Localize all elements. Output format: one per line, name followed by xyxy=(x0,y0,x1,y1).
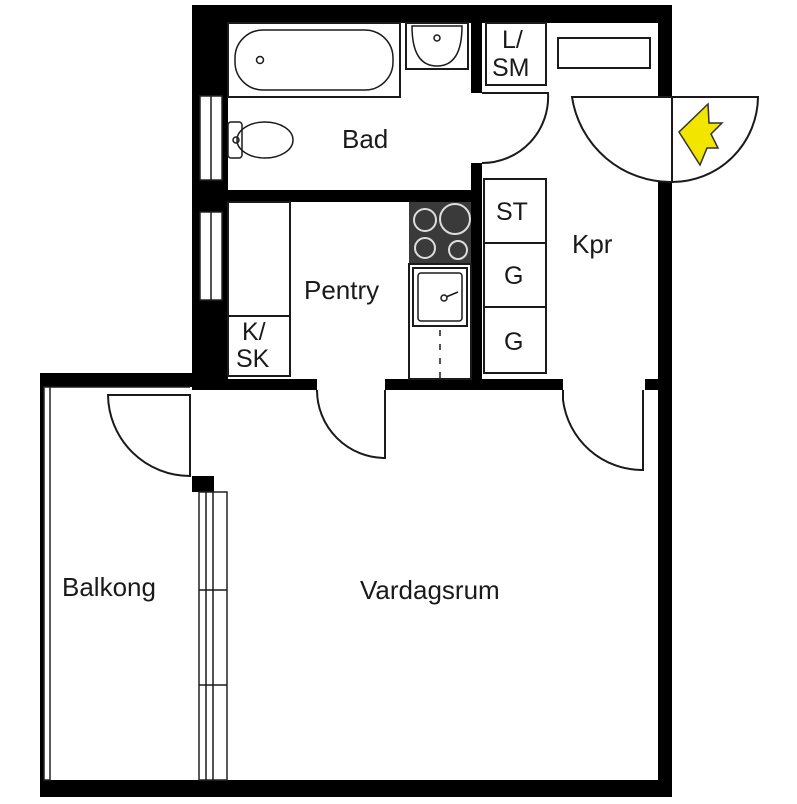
bathtub xyxy=(227,22,401,98)
laundry-label-line1: L/ xyxy=(502,26,523,54)
laundry-label-line2: SM xyxy=(492,54,530,82)
wardrobe-g2 xyxy=(483,306,547,374)
wardrobe-g2-label: G xyxy=(504,328,523,356)
balcony-top-wall xyxy=(40,373,200,387)
windows xyxy=(43,95,228,781)
hallway-door xyxy=(562,390,644,472)
bath-corridor-wall xyxy=(471,23,482,93)
entrance-door-outer xyxy=(671,96,760,183)
washbasin xyxy=(405,22,469,70)
right-wall-top xyxy=(658,5,672,97)
bathroom-fixtures xyxy=(227,22,550,165)
bottom-wall xyxy=(40,780,672,797)
kitchen-door xyxy=(316,389,386,460)
fridge-label-line1: K/ xyxy=(242,318,266,346)
balcony-left-wall xyxy=(40,373,44,797)
walls xyxy=(40,5,672,797)
laundry-cabinet: L/ SM xyxy=(485,22,547,86)
balcony-divider-stub xyxy=(192,476,214,492)
living-top-wall-mid xyxy=(385,379,563,390)
room-label-pentry: Pentry xyxy=(304,275,379,305)
kitchen-counter-right xyxy=(408,263,472,380)
kitchen-right-wall xyxy=(471,163,482,379)
top-wall xyxy=(192,5,672,23)
balcony-door xyxy=(106,394,191,478)
kitchen-fixtures: K/ SK xyxy=(227,201,472,460)
room-label-bad: Bad xyxy=(342,124,388,154)
fridge-label-line2: SK xyxy=(236,345,270,373)
hallway-fixtures: ST G G xyxy=(483,37,760,472)
wardrobe-st-label: ST xyxy=(496,198,528,226)
kitchen-sink xyxy=(412,267,468,327)
room-label-kpr: Kpr xyxy=(572,229,613,259)
counter-left xyxy=(227,201,291,317)
right-wall xyxy=(658,182,672,797)
entrance-marker-icon xyxy=(678,102,724,167)
left-wall-upper xyxy=(192,5,228,390)
living-top-wall-left xyxy=(200,379,317,390)
wardrobe-g1-label: G xyxy=(504,262,523,290)
room-label-balkong: Balkong xyxy=(62,572,156,602)
balcony-glass-left xyxy=(43,386,51,781)
fridge-freezer xyxy=(227,315,291,377)
living-top-wall-right xyxy=(645,379,672,390)
bathroom-door xyxy=(481,92,550,165)
hat-shelf xyxy=(557,37,651,69)
room-label-vardagsrum: Vardagsrum xyxy=(360,575,500,605)
entrance-door xyxy=(570,96,673,184)
toilet xyxy=(227,121,294,159)
bath-bottom-wall xyxy=(228,190,482,202)
